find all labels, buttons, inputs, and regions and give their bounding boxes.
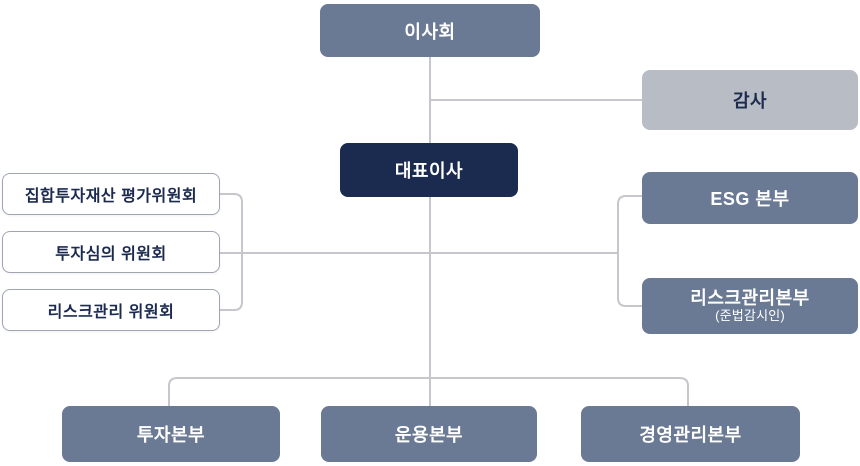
connector-left-bracket — [219, 193, 243, 311]
node-business-management-division: 경영관리본부 — [581, 406, 800, 462]
connector-right-bracket — [617, 195, 643, 307]
division-sublabel: (준법감시인) — [715, 307, 785, 323]
division-label: ESG 본부 — [710, 189, 790, 209]
committee-label: 투자심의 위원회 — [55, 246, 167, 263]
node-auditor: 감사 — [642, 70, 858, 130]
node-committee-investment-review: 투자심의 위원회 — [2, 231, 220, 273]
division-label: 운용본부 — [394, 425, 464, 445]
node-ceo: 대표이사 — [340, 143, 518, 197]
node-ceo-label: 대표이사 — [394, 161, 464, 181]
division-label: 리스크관리본부 — [690, 288, 810, 309]
committee-label: 리스크관리 위원회 — [47, 304, 175, 321]
node-committee-risk-management: 리스크관리 위원회 — [2, 289, 220, 331]
node-auditor-label: 감사 — [732, 91, 768, 111]
node-investment-division: 투자본부 — [62, 406, 280, 462]
committee-label: 집합투자재산 평가위원회 — [24, 188, 198, 205]
node-board-label: 이사회 — [404, 21, 456, 42]
node-committee-valuation: 집합투자재산 평가위원회 — [2, 173, 220, 215]
node-operations-division: 운용본부 — [321, 406, 537, 462]
node-esg-division: ESG 본부 — [642, 172, 858, 224]
division-label: 투자본부 — [136, 425, 206, 445]
node-board-of-directors: 이사회 — [320, 4, 540, 57]
division-label: 경영관리본부 — [639, 425, 742, 445]
connector-bottom-bracket — [168, 377, 689, 407]
node-risk-management-division: 리스크관리본부 (준법감시인) — [642, 278, 858, 334]
